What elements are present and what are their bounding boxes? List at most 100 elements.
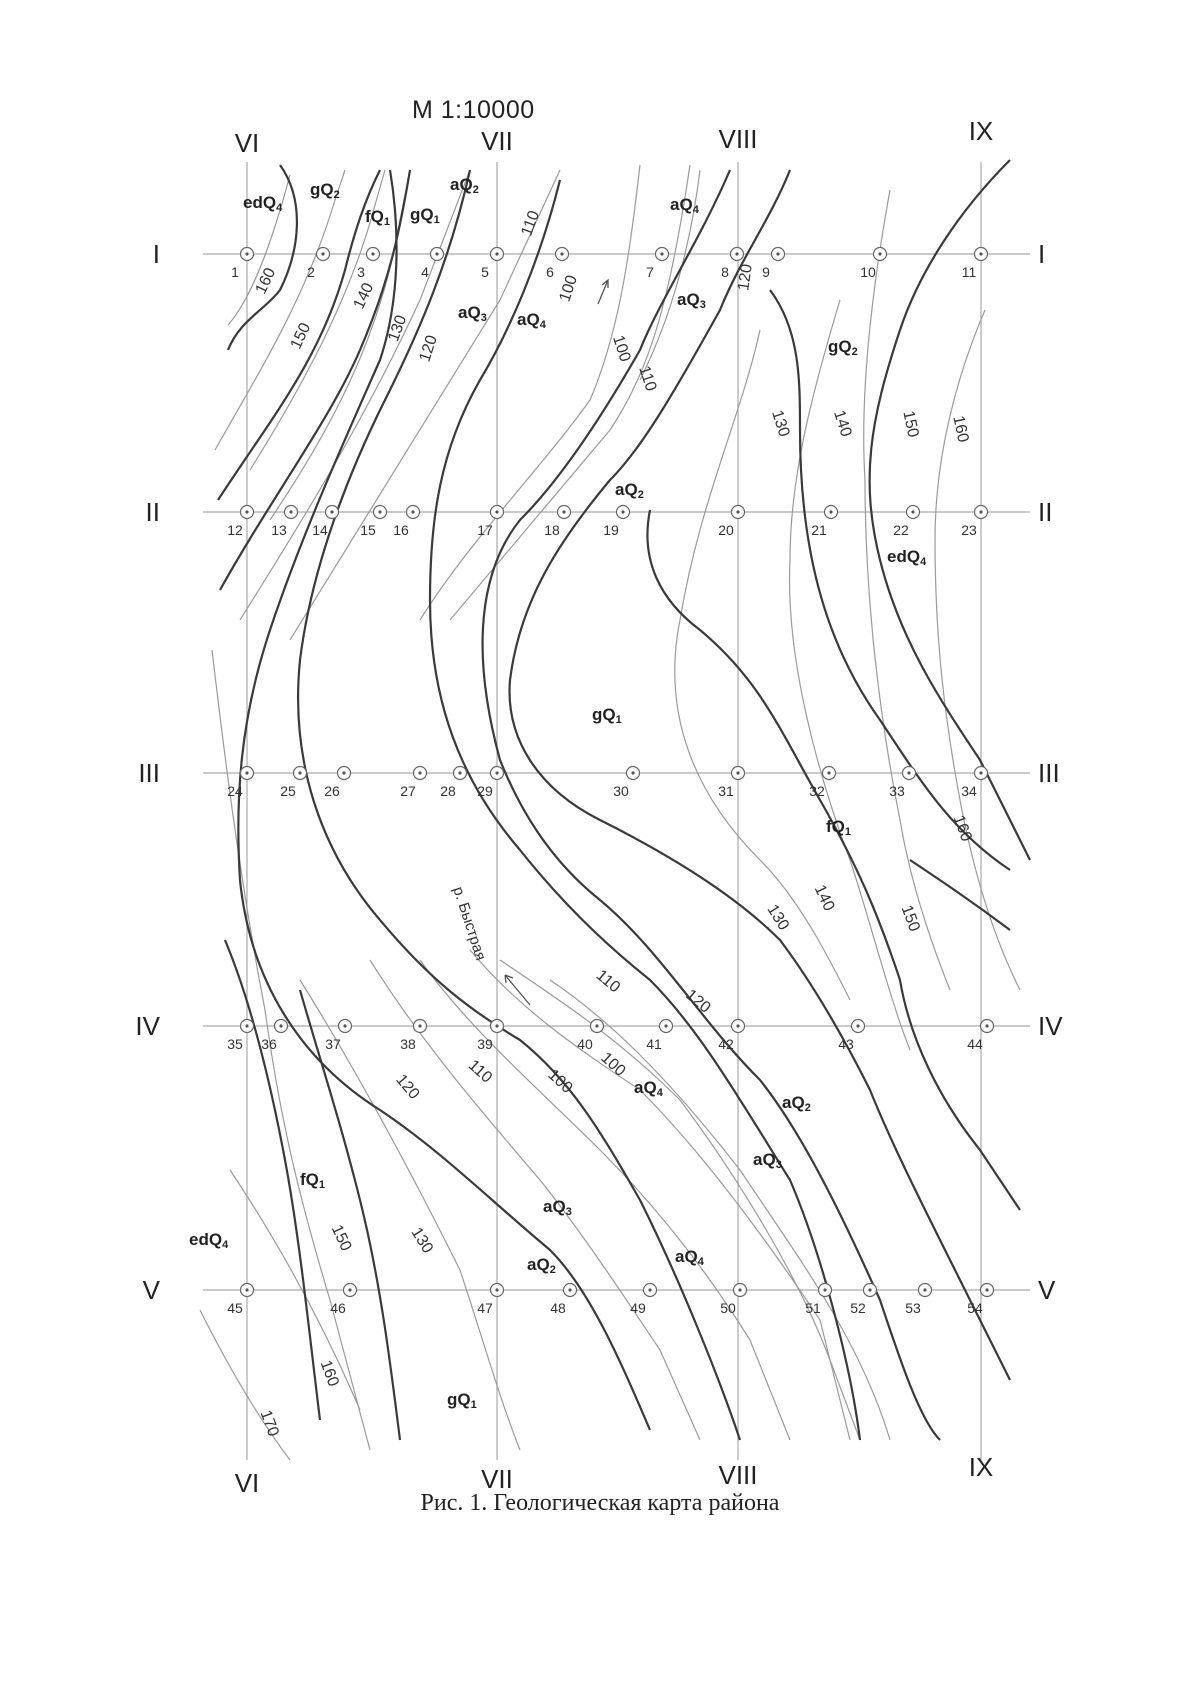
column-label: IX xyxy=(969,1452,994,1482)
geologic-unit-code: edQ xyxy=(243,193,276,212)
survey-point: 25 xyxy=(280,765,308,799)
geologic-unit-code: gQ xyxy=(410,205,434,224)
geologic-unit-label: gQ2 xyxy=(310,180,340,201)
geologic-unit-index: 3 xyxy=(481,312,487,324)
survey-point-label: 27 xyxy=(400,783,416,799)
contour-elevation-label: 130 xyxy=(385,313,410,344)
survey-point-label: 41 xyxy=(646,1036,662,1052)
survey-point-dot xyxy=(878,252,882,256)
survey-point-label: 26 xyxy=(324,783,340,799)
row-label: II xyxy=(146,497,160,527)
row-label: I xyxy=(153,239,160,269)
survey-point: 32 xyxy=(809,765,837,799)
contour-elevation-label: 120 xyxy=(682,986,713,1016)
column-label: VII xyxy=(481,1464,513,1494)
contour-elevation-label: 170 xyxy=(257,1408,282,1439)
survey-point: 33 xyxy=(889,765,917,799)
survey-point: 7 xyxy=(646,246,670,280)
geologic-unit-index: 4 xyxy=(657,1087,664,1099)
survey-point: 47 xyxy=(477,1282,505,1316)
survey-point-dot xyxy=(342,771,346,775)
row-label: IV xyxy=(135,1011,160,1041)
survey-point-dot xyxy=(495,771,499,775)
contour-elevation-label: 130 xyxy=(408,1225,437,1257)
geologic-unit-index: 2 xyxy=(805,1102,811,1114)
survey-point-label: 40 xyxy=(577,1036,593,1052)
survey-point-dot xyxy=(621,510,625,514)
survey-point-dot xyxy=(868,1288,872,1292)
contour-elevation-label: 120 xyxy=(392,1071,422,1102)
contour-elevation-label: 100 xyxy=(597,1049,628,1080)
survey-point: 21 xyxy=(811,504,839,538)
geologic-unit-index: 3 xyxy=(700,299,706,311)
contour-elevation-label: 110 xyxy=(635,364,659,394)
geologic-unit-label: aQ3 xyxy=(458,303,487,324)
survey-point-dot xyxy=(631,771,635,775)
geologic-unit-index: 4 xyxy=(276,202,283,214)
contour-elevation-label: 150 xyxy=(899,409,921,439)
survey-point-label: 45 xyxy=(227,1300,243,1316)
geologic-unit-code: edQ xyxy=(887,547,920,566)
survey-point-label: 15 xyxy=(360,522,376,538)
survey-point-dot xyxy=(735,252,739,256)
geologic-unit-code: fQ xyxy=(365,207,384,226)
survey-point-dot xyxy=(776,252,780,256)
survey-point: 22 xyxy=(893,504,921,538)
survey-point-label: 17 xyxy=(477,522,493,538)
geologic-unit-code: fQ xyxy=(300,1170,319,1189)
contour-elevation-label: 160 xyxy=(317,1358,342,1389)
geologic-unit-label: fQ1 xyxy=(365,207,390,228)
contour-elevation-label: 150 xyxy=(898,903,923,934)
survey-point-dot xyxy=(418,1024,422,1028)
geologic-unit-label: aQ4 xyxy=(675,1247,705,1268)
survey-point: 46 xyxy=(330,1282,358,1316)
survey-point-dot xyxy=(495,252,499,256)
survey-point-dot xyxy=(562,510,566,514)
geologic-unit-index: 1 xyxy=(845,826,851,838)
survey-point-dot xyxy=(495,1024,499,1028)
survey-point-dot xyxy=(568,1288,572,1292)
survey-point: 23 xyxy=(961,504,989,538)
survey-point-dot xyxy=(245,1024,249,1028)
survey-point-label: 51 xyxy=(805,1300,821,1316)
survey-point: 41 xyxy=(646,1018,674,1052)
survey-point: 54 xyxy=(967,1282,995,1316)
survey-point-label: 48 xyxy=(550,1300,566,1316)
contour-elevation-label: 110 xyxy=(593,967,624,996)
survey-point-label: 33 xyxy=(889,783,905,799)
survey-point-dot xyxy=(371,252,375,256)
geologic-unit-index: 2 xyxy=(550,1264,556,1276)
survey-point: 18 xyxy=(544,504,572,538)
geologic-unit-index: 1 xyxy=(434,214,440,226)
geologic-unit-index: 2 xyxy=(638,489,644,501)
survey-point-dot xyxy=(979,252,983,256)
survey-point-dot xyxy=(245,1288,249,1292)
survey-point-label: 49 xyxy=(630,1300,646,1316)
survey-point: 15 xyxy=(360,504,388,538)
survey-point-dot xyxy=(418,771,422,775)
geologic-unit-index: 4 xyxy=(920,556,927,568)
contour-elevation-label: 130 xyxy=(768,408,792,439)
survey-point-label: 16 xyxy=(393,522,409,538)
row-label: I xyxy=(1038,239,1045,269)
survey-point-dot xyxy=(378,510,382,514)
survey-point: 51 xyxy=(805,1282,833,1316)
survey-point: 3 xyxy=(357,246,381,280)
contour-elevation-label: 140 xyxy=(811,882,838,913)
geologic-unit-label: fQ1 xyxy=(300,1170,325,1191)
contour-elevation-label: 110 xyxy=(518,208,543,238)
geologic-unit-code: fQ xyxy=(826,817,845,836)
survey-point: 19 xyxy=(603,504,631,538)
survey-point-label: 46 xyxy=(330,1300,346,1316)
survey-point-dot xyxy=(907,771,911,775)
geologic-unit-label: fQ1 xyxy=(826,817,851,838)
geologic-unit-label: aQ2 xyxy=(527,1255,556,1276)
survey-point-label: 28 xyxy=(440,783,456,799)
survey-point-label: 11 xyxy=(962,264,977,280)
survey-point-label: 29 xyxy=(477,783,493,799)
survey-point-dot xyxy=(664,1024,668,1028)
survey-point-dot xyxy=(827,771,831,775)
survey-point-dot xyxy=(923,1288,927,1292)
